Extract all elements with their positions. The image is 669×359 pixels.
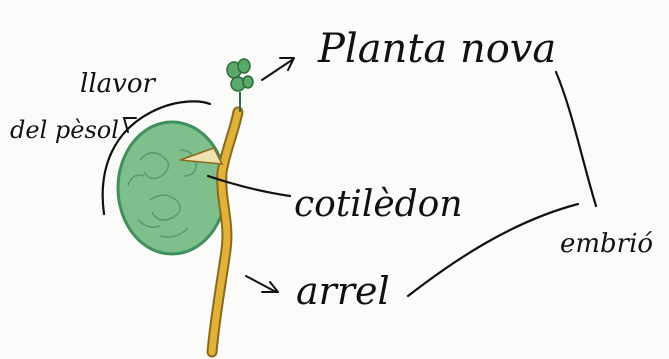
arrow-to-new-plant — [262, 58, 294, 80]
new-plant-leaves — [227, 59, 253, 112]
arrow-to-root — [246, 276, 278, 292]
cotyledon-shape — [118, 122, 226, 254]
label-embryo: embrió — [560, 229, 653, 259]
label-seed-coat-line2: del pèsol — [10, 116, 119, 144]
label-root: arrel — [296, 269, 390, 313]
embryo-bracket-upper — [556, 72, 596, 206]
label-seed-coat-line1: llavor — [80, 69, 156, 99]
label-new-plant: Planta nova — [317, 26, 556, 72]
label-cotyledon: cotilèdon — [294, 184, 463, 225]
